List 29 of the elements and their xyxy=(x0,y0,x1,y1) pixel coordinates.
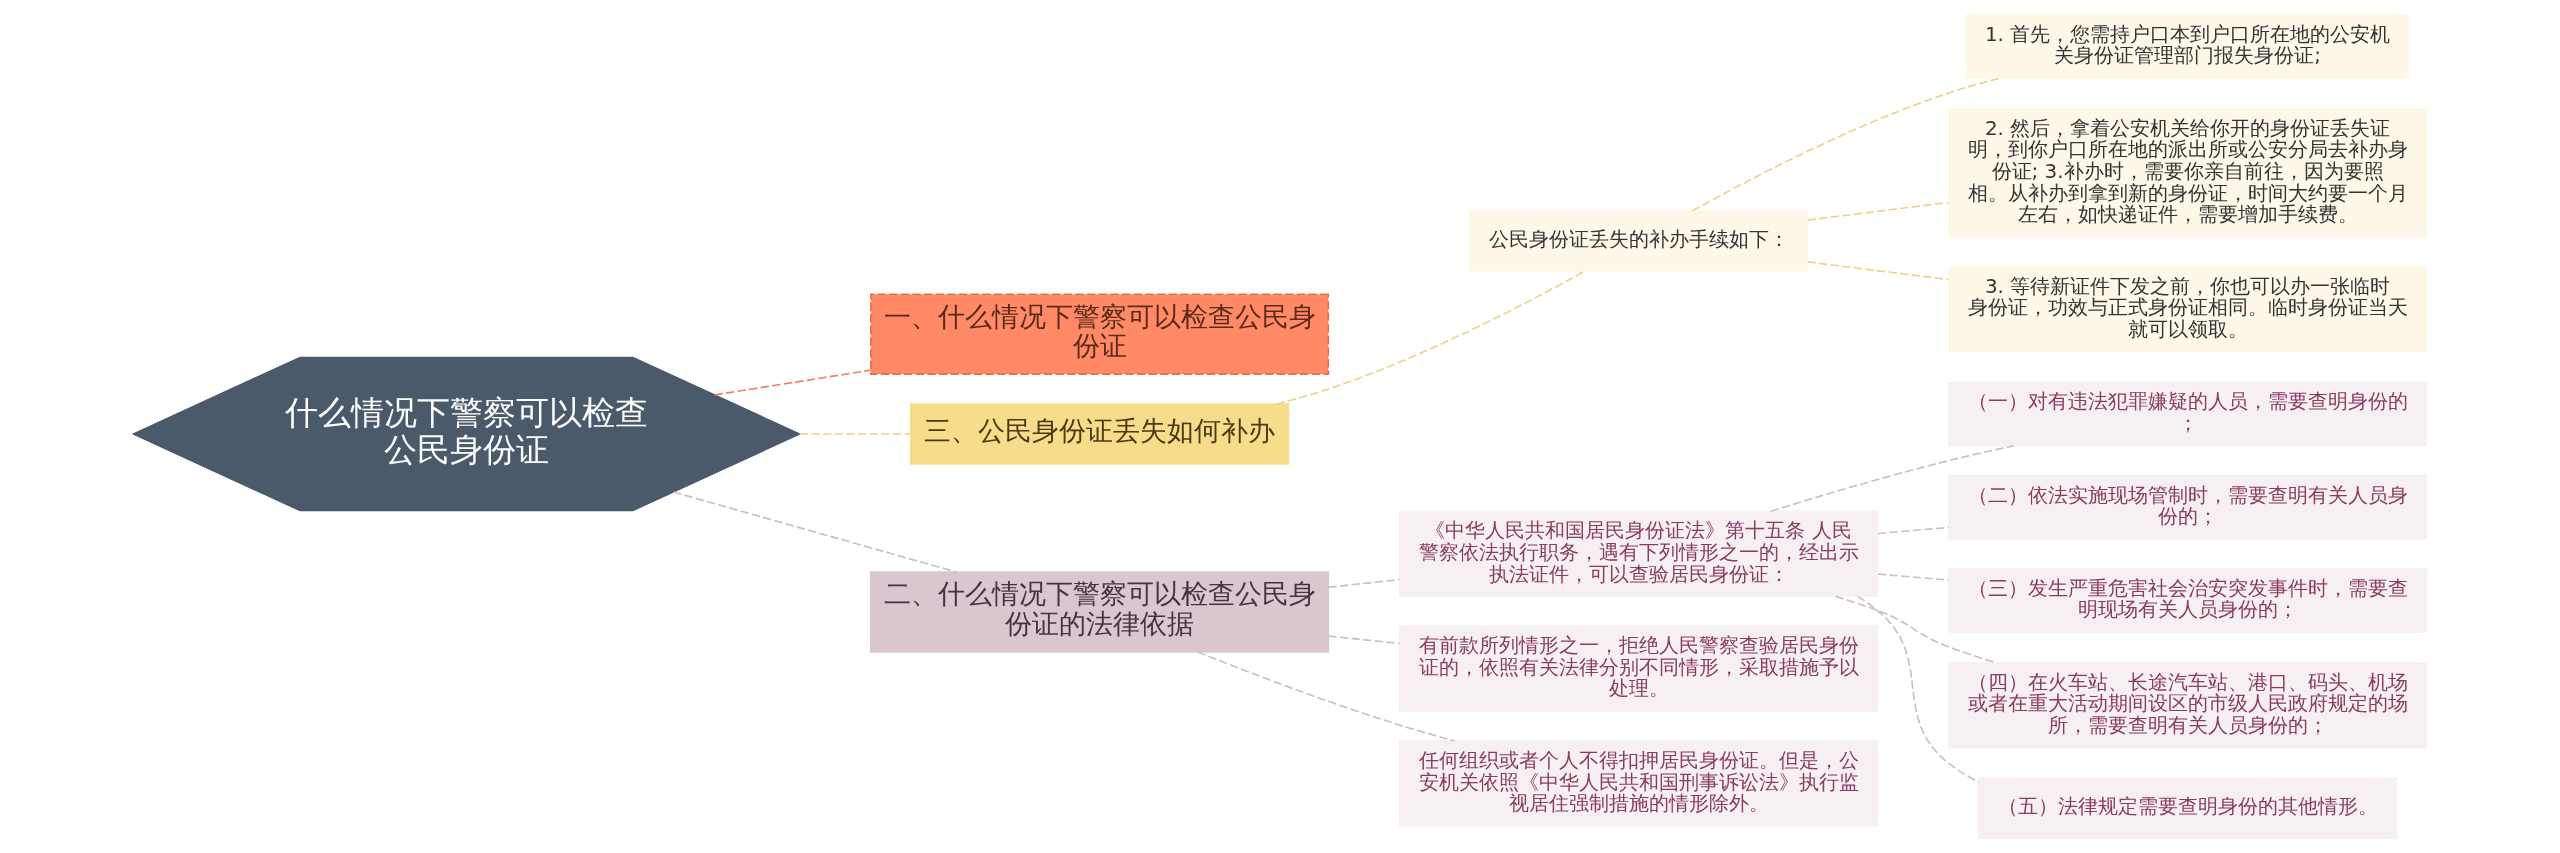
node-box: （三）发生严重危害社会治安突发事件时，需要查明现场有关人员身份的； xyxy=(1948,567,2428,633)
node-box: 二、什么情况下警察可以检查公民身份证的法律依据 xyxy=(869,571,1330,653)
node-box: （二）依法实施现场管制时，需要查明有关人员身份的； xyxy=(1948,474,2428,540)
node-box: 1. 首先，您需持户口本到户口所在地的公安机关身份证管理部门报失身份证; xyxy=(1965,13,2410,79)
node-box: （一）对有违法犯罪嫌疑的人员，需要查明身份的； xyxy=(1948,381,2428,447)
connector xyxy=(1275,270,1586,405)
node-box: （五）法律规定需要查明身份的其他情形。 xyxy=(1978,777,2398,840)
node-box: 三、公民身份证丢失如何补办 xyxy=(909,403,1290,465)
connector xyxy=(1196,651,1456,742)
connector xyxy=(1877,526,1950,535)
node-box: （四）在火车站、长途汽车站、港口、码头、机场或者在重大活动期间设区的市级人民政府规定的场所，需要查明有关人员身份的； xyxy=(1948,661,2428,749)
connector xyxy=(713,369,872,396)
node-box: 任何组织或者个人不得扣押居民身份证。但是，公安机关依照《中华人民共和国刑事诉讼法》执行监视居住强制措施的情形除外。 xyxy=(1399,740,1879,827)
connector xyxy=(798,433,912,435)
node-box: 2. 然后，拿着公安机关给你开的身份证丢失证明，到你户口所在地的派出所或公安分局去补办身份证; 3.补办时，需要你亲自前往，因为要照相。从补办到拿到新的身份证，时间大约要一个月左右，如快递证件，需要增加手续费。 xyxy=(1948,107,2428,238)
node-box: 《中华人民共和国居民身份证法》第十五条 人民警察依法执行职务，遇有下列情形之一的，经出示执法证件，可以查验居民身份证： xyxy=(1399,510,1879,598)
connector xyxy=(1327,578,1401,589)
connector xyxy=(1327,635,1401,645)
connector xyxy=(672,491,958,573)
node-box: 一、什么情况下警察可以检查公民身份证 xyxy=(869,293,1330,375)
node-box: 有前款所列情形之一，拒绝人民警察查验居民身份证的，依照有关法律分别不同情形，采取措施予以处理。 xyxy=(1399,625,1879,712)
node-box: 3. 等待新证件下发之前，你也可以办一张临时身份证，功效与正式身份证相同。临时身份证当天就可以领取。 xyxy=(1948,265,2428,353)
connector xyxy=(1691,77,2002,212)
connector xyxy=(1770,444,2015,513)
connector xyxy=(1856,595,1980,783)
connector xyxy=(1806,201,1950,221)
connector xyxy=(1877,573,1950,581)
node-box: 公民身份证丢失的补办手续如下： xyxy=(1468,210,1809,272)
connector xyxy=(1806,261,1950,281)
